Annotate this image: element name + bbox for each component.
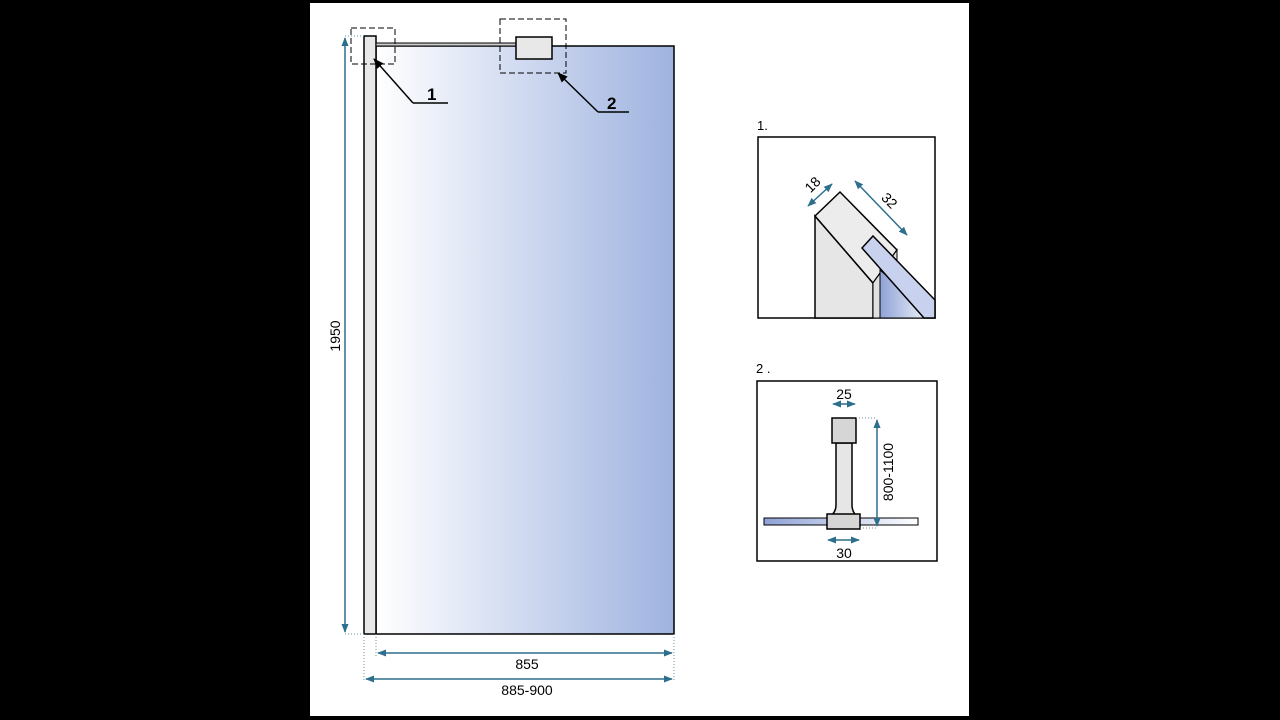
glass-edge <box>860 234 936 319</box>
detail-1-title: 1. <box>757 118 768 133</box>
total-width-dimension: 885-900 <box>501 682 553 698</box>
wall-profile <box>363 35 377 635</box>
detail-2-marker <box>499 18 567 74</box>
stabilizer-bar <box>375 42 517 47</box>
glass-clamp <box>826 513 861 530</box>
leader-1 <box>373 58 414 104</box>
detail-2-dim-height: 800-1100 <box>880 443 896 501</box>
glass-panel <box>375 45 675 635</box>
callout-2: 2 <box>607 94 616 113</box>
detail-2-dim-base: 30 <box>836 545 852 561</box>
callout-1: 1 <box>427 85 436 104</box>
wall-mount <box>831 417 857 444</box>
detail-1: 1. 18 32 <box>757 118 937 319</box>
glass-width-dimension: 855 <box>515 656 539 672</box>
detail-2-dim-top: 25 <box>836 386 852 402</box>
height-dimension: 1950 <box>327 320 343 351</box>
detail-1-marker <box>350 27 396 65</box>
bar-bracket <box>515 36 553 60</box>
detail-2-title: 2 . <box>756 361 770 376</box>
detail-2: 2 . 25 800-1100 30 <box>756 361 938 562</box>
leader-2 <box>557 72 599 113</box>
main-view: 1 2 1950 855 885-900 <box>327 18 675 698</box>
